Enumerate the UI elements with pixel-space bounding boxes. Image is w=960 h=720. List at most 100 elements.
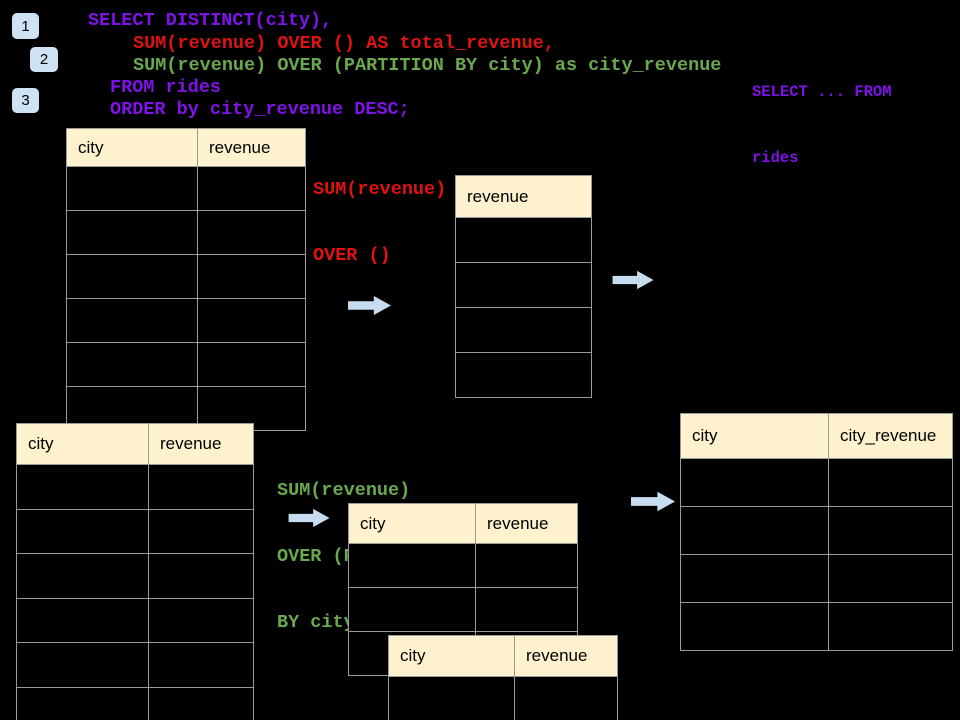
table-cell	[197, 254, 306, 299]
column-header: city	[680, 413, 829, 459]
table-cell	[16, 464, 149, 510]
annotation-line: SUM(revenue)	[313, 179, 447, 200]
right-arrow-icon	[612, 270, 654, 290]
table-row	[66, 166, 306, 211]
table-row	[16, 464, 254, 510]
table-row	[680, 458, 953, 507]
table-row	[455, 307, 592, 353]
table-cell	[148, 553, 254, 599]
table-cell	[828, 458, 953, 507]
column-header: city	[16, 423, 149, 465]
step-badge-2: 2	[30, 47, 58, 72]
table-cell	[514, 676, 618, 720]
annotation-total-revenue: SUM(revenue) OVER ()	[313, 135, 446, 311]
table-row	[348, 543, 578, 588]
right-arrow-icon	[348, 295, 391, 316]
table-row	[680, 506, 953, 555]
table-cell	[66, 298, 198, 343]
table-cell	[66, 254, 198, 299]
column-header: revenue	[455, 175, 592, 218]
table-row	[66, 210, 306, 255]
table-row	[455, 352, 592, 398]
table-cell	[197, 166, 306, 211]
table-cell	[66, 342, 198, 387]
table-row	[680, 554, 953, 603]
sql-line-total-revenue: SUM(revenue) OVER () AS total_revenue,	[133, 33, 555, 54]
table-cell	[455, 262, 592, 308]
table-cell	[828, 506, 953, 555]
table-row	[16, 642, 254, 688]
table-row	[680, 602, 953, 651]
table-cell	[16, 597, 149, 643]
table-cell	[197, 298, 306, 343]
step-badge-3: 3	[12, 88, 39, 113]
table-cell	[66, 210, 198, 255]
table-row	[66, 342, 306, 387]
table-row	[16, 508, 254, 554]
table-cell	[148, 508, 254, 554]
column-header: revenue	[148, 423, 254, 465]
table-cell	[148, 686, 254, 720]
table-row	[16, 686, 254, 720]
table-cell	[16, 642, 149, 688]
table-cell	[680, 602, 829, 651]
table-cell	[475, 587, 578, 632]
table-cell	[197, 210, 306, 255]
table-row	[388, 676, 618, 720]
column-header: revenue	[514, 635, 618, 677]
table-cell	[475, 543, 578, 588]
table-cell	[680, 458, 829, 507]
table-cell	[680, 554, 829, 603]
table-row	[16, 597, 254, 643]
side-note-line-2: rides	[752, 149, 799, 167]
table-cell	[388, 676, 515, 720]
table-cell	[66, 166, 198, 211]
table-row	[455, 262, 592, 308]
table-row	[66, 298, 306, 343]
sql-line-select: SELECT DISTINCT(city),	[88, 10, 333, 31]
table-row	[455, 217, 592, 263]
table-cell	[16, 508, 149, 554]
table-row	[348, 587, 578, 632]
annotation-line: SUM(revenue)	[277, 480, 411, 501]
table-cell	[455, 352, 592, 398]
column-header: city	[388, 635, 515, 677]
header-row: revenue	[455, 175, 592, 218]
column-header: city_revenue	[828, 413, 953, 459]
column-header: revenue	[475, 503, 578, 544]
sql-line-city-revenue: SUM(revenue) OVER (PARTITION BY city) as…	[133, 55, 722, 76]
table-cell	[197, 342, 306, 387]
table-cell	[148, 642, 254, 688]
step-badge-1: 1	[12, 13, 39, 39]
column-header: revenue	[197, 128, 306, 167]
column-header: city	[66, 128, 198, 167]
right-arrow-icon	[631, 491, 676, 512]
table-cell	[455, 217, 592, 263]
sql-line-from: FROM rides	[110, 77, 222, 98]
table-row	[66, 254, 306, 299]
annotation-line: OVER ()	[313, 245, 391, 266]
column-header: city	[348, 503, 476, 544]
table-cell	[680, 506, 829, 555]
table-cell	[828, 554, 953, 603]
table-cell	[148, 464, 254, 510]
table-cell	[828, 602, 953, 651]
table-cell	[16, 553, 149, 599]
right-arrow-icon	[288, 508, 330, 528]
table-row	[16, 553, 254, 599]
side-note: SELECT ... FROM rides	[752, 37, 892, 213]
side-note-line-1: SELECT ... FROM	[752, 83, 892, 101]
table-cell	[348, 587, 476, 632]
table-cell	[16, 686, 149, 720]
total-revenue-table: revenue	[455, 175, 592, 398]
sql-line-order-by: ORDER by city_revenue DESC;	[110, 99, 410, 120]
table-cell	[455, 307, 592, 353]
